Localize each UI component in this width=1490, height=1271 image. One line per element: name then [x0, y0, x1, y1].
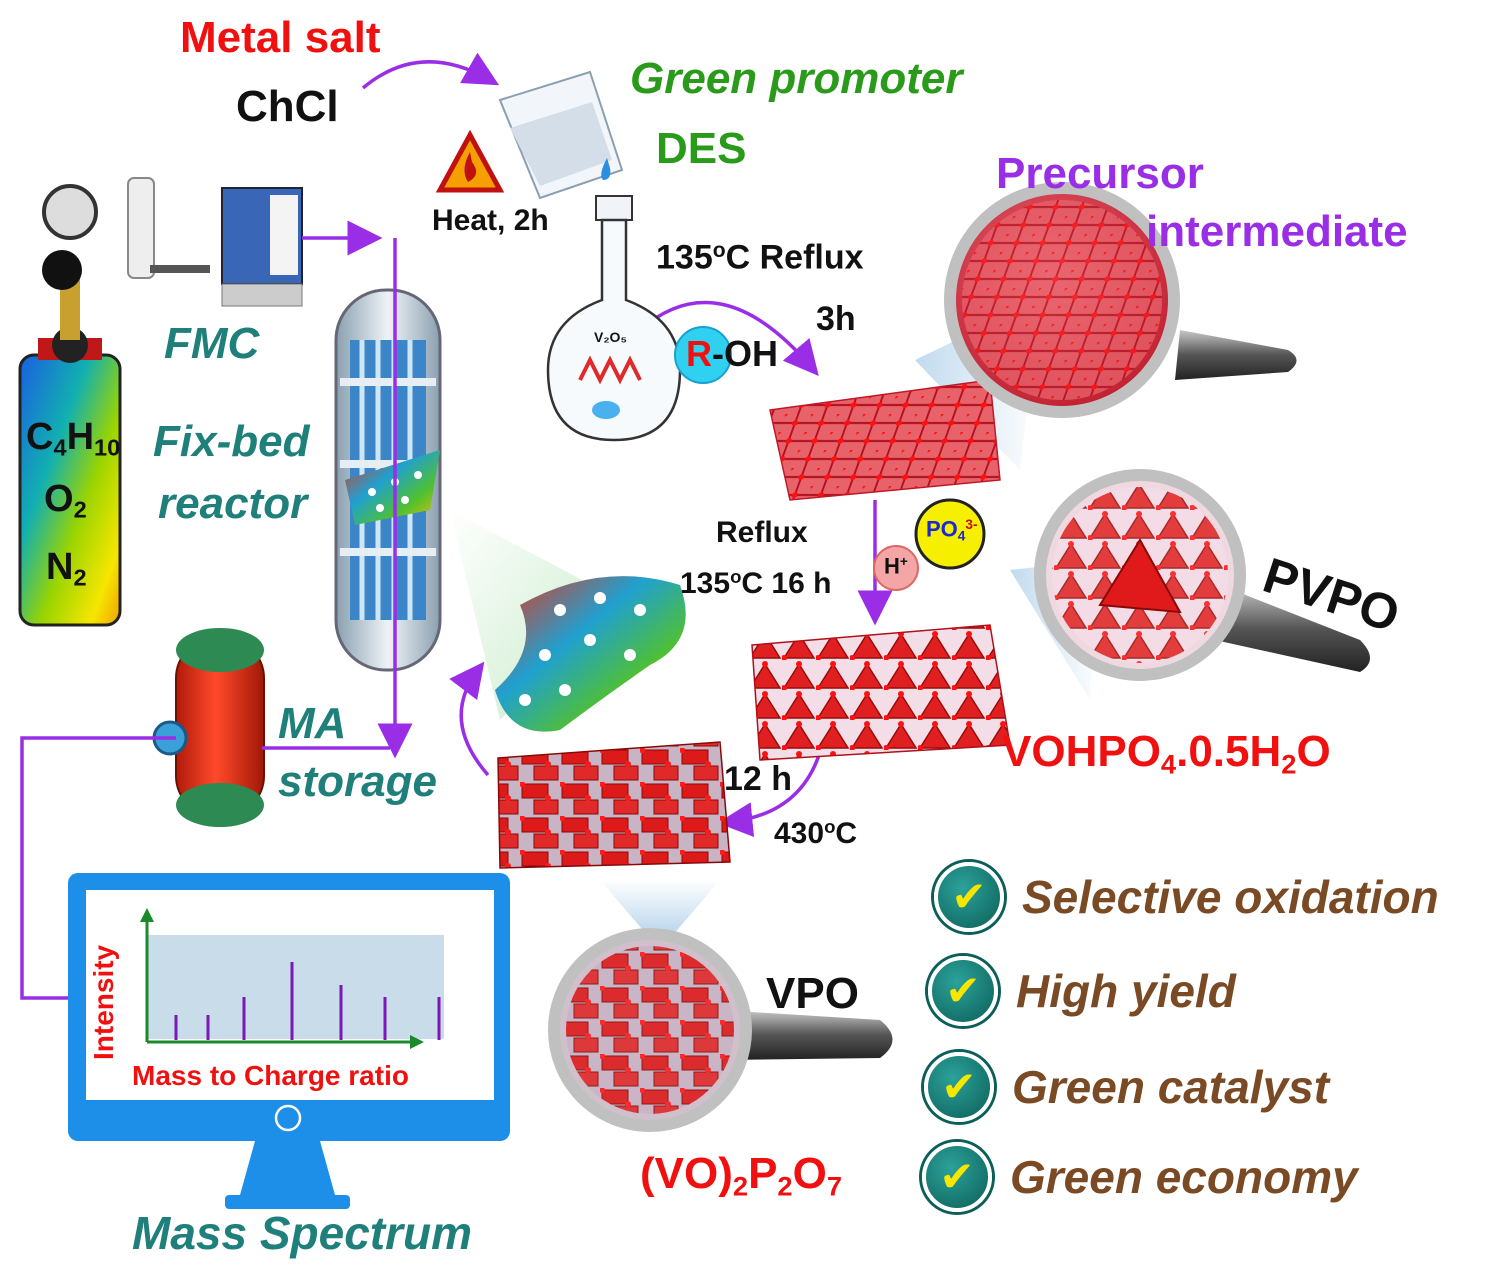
reflux-label: Reflux	[716, 516, 808, 549]
vpo-label: VPO	[766, 969, 859, 1018]
arrow-chcl-to-beaker	[361, 52, 500, 90]
benefit-text: High yield	[1016, 965, 1236, 1017]
r-oh-bubble	[674, 326, 732, 384]
po4-bubble	[914, 498, 986, 570]
vo2p2o7-label: (VO)2P2O7	[640, 1149, 842, 1202]
fixbed-label-line1: Fix-bed	[153, 417, 310, 466]
des-label: DES	[656, 124, 747, 173]
flow-arrow-to-spectrometer	[20, 736, 176, 1016]
mass-spectrum-label: Mass Spectrum	[132, 1207, 473, 1259]
green-promoter-label: Green promoter	[630, 54, 963, 103]
fixbed-label-line2: reactor	[158, 479, 308, 528]
reflux-time-label: 3h	[816, 300, 856, 338]
mass-charge-label: Mass to Charge ratio	[132, 1060, 409, 1091]
benefit-item: ✔ High yield	[928, 956, 1236, 1026]
check-icon: ✔	[922, 1142, 992, 1212]
benefit-item: ✔ Green catalyst	[924, 1052, 1329, 1122]
po4-label: PO43-	[926, 516, 978, 544]
vohpo4-crystal	[751, 624, 1011, 761]
x-axis-arrowhead	[410, 1035, 424, 1049]
catalyst-sheet	[495, 576, 686, 732]
magnifier-pvpo	[1034, 469, 1370, 681]
mass-flow-controller	[221, 187, 303, 307]
heat-label: Heat, 2h	[432, 204, 549, 237]
gas-cylinder	[18, 177, 210, 627]
reflux-16h-label: 135oC 16 h	[680, 566, 832, 601]
benefit-text: Green economy	[1010, 1151, 1358, 1203]
fixbed-reactor	[334, 288, 442, 672]
ma-label-line2: storage	[278, 757, 437, 806]
gas-o2: O2	[44, 478, 87, 523]
intensity-label: Intensity	[88, 944, 119, 1060]
benefit-item: ✔ Selective oxidation	[934, 862, 1439, 932]
check-icon: ✔	[934, 862, 1004, 932]
h-plus-bubble	[873, 545, 919, 591]
arrow-flask-to-precursor	[638, 300, 819, 376]
intermediate-label: intermediate	[1146, 207, 1408, 256]
magnifier-vpo	[548, 928, 893, 1132]
heat-warning-icon	[435, 129, 505, 193]
chcl-label: ChCl	[236, 82, 339, 131]
r-oh-oh: -OH	[712, 333, 778, 374]
precursor-label: Precursor	[996, 149, 1204, 198]
vpo-crystal	[497, 741, 731, 869]
h-plus-label: H+	[884, 553, 908, 579]
check-icon: ✔	[924, 1052, 994, 1122]
r-oh-label: R-OH	[686, 336, 778, 372]
gas-c4h10: C4H10	[26, 416, 121, 461]
arrow-vpo-to-reactor	[449, 661, 490, 777]
precursor-crystal	[769, 379, 1001, 501]
arrow-calcination	[717, 751, 822, 838]
metal-salt-label: Metal salt	[180, 13, 381, 62]
beaker	[498, 70, 624, 200]
v2o5-label: V₂O₅	[594, 329, 627, 345]
calcination-temp-label: 430oC	[774, 816, 858, 851]
benefit-text: Green catalyst	[1012, 1061, 1330, 1113]
round-bottom-flask	[546, 195, 682, 442]
y-axis-arrowhead	[140, 908, 154, 922]
benefit-item: ✔ Green economy	[922, 1142, 1358, 1212]
calcination-time-label: 12 h	[724, 760, 793, 798]
benefit-text: Selective oxidation	[1022, 871, 1439, 923]
ma-storage-tank	[152, 628, 265, 827]
zoom-beam-vpo	[600, 880, 720, 950]
vohpo4-label: VOHPO4.0.5H2O	[1002, 727, 1331, 780]
gas-n2: N2	[46, 546, 87, 591]
ma-label-line1: MA	[278, 699, 347, 748]
reflux-temp-label: 135oC Reflux	[656, 238, 864, 277]
magnifier-precursor	[944, 182, 1297, 418]
r-oh-r: R	[686, 333, 712, 374]
fmc-label: FMC	[164, 319, 260, 368]
check-icon: ✔	[928, 956, 998, 1026]
mass-spectrum-plot	[140, 908, 444, 1049]
